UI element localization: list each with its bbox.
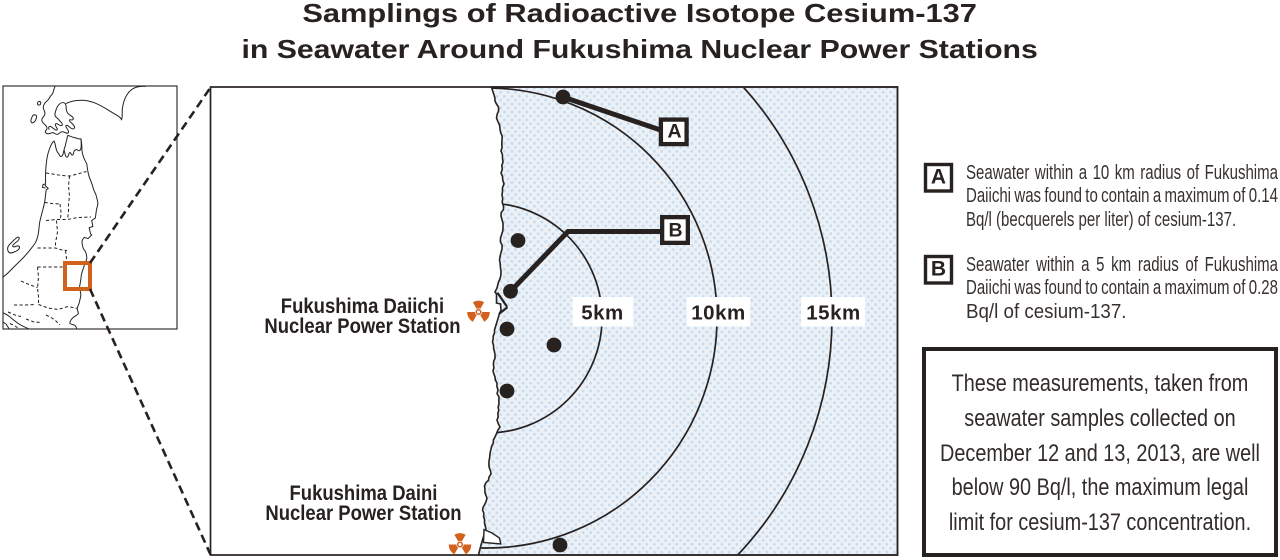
svg-text:10km: 10km: [691, 302, 745, 325]
svg-text:A: A: [667, 121, 681, 143]
svg-text:B: B: [668, 219, 682, 241]
svg-text:B: B: [931, 258, 946, 281]
svg-text:A: A: [931, 166, 946, 189]
svg-text:5km: 5km: [581, 302, 624, 325]
svg-text:15km: 15km: [806, 302, 860, 325]
